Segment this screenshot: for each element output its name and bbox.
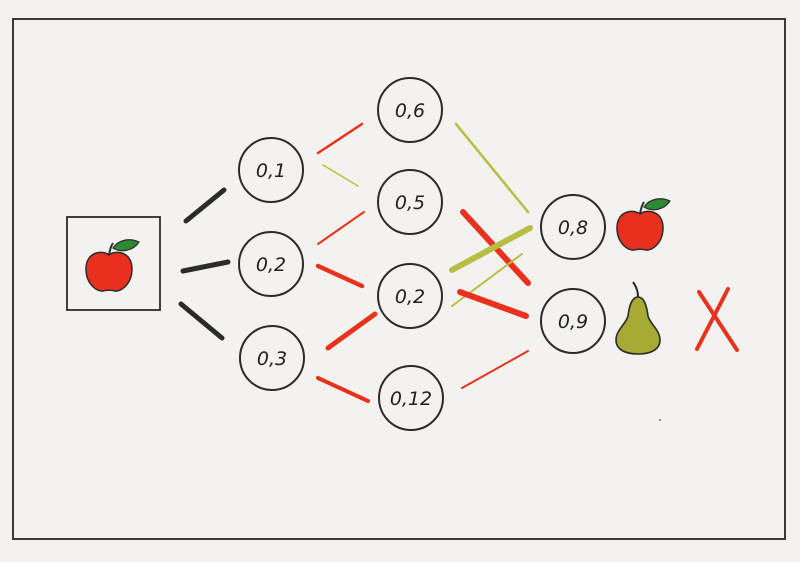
edge-h2d-o2 xyxy=(461,350,529,389)
edge-h1a-h2b xyxy=(322,164,359,187)
input-box xyxy=(66,216,161,311)
edge-input-h1b xyxy=(180,259,231,274)
diagram-frame xyxy=(12,18,786,540)
apple-icon xyxy=(85,239,140,292)
node-h2a-label: 0,6 xyxy=(395,100,425,122)
node-h1b: 0,2 xyxy=(238,231,304,297)
edge-input-h1a xyxy=(183,187,227,224)
connections xyxy=(178,122,533,403)
node-h1b-label: 0,2 xyxy=(256,254,286,276)
edge-h1b-h2c xyxy=(315,263,365,289)
node-h1a-label: 0,1 xyxy=(256,160,286,182)
node-h2b-label: 0,5 xyxy=(395,192,425,214)
node-h1c: 0,3 xyxy=(239,325,305,391)
node-o1-label: 0,8 xyxy=(558,217,588,239)
edge-h2c-o1b xyxy=(451,253,523,307)
node-h2c-label: 0,2 xyxy=(395,286,425,308)
cross-icon xyxy=(695,287,739,352)
node-h1a: 0,1 xyxy=(238,137,304,203)
node-h2d: 0,12 xyxy=(378,365,444,431)
edge-h1c-h2d xyxy=(316,376,370,403)
edge-h2c-o1 xyxy=(449,225,533,273)
node-h2d-label: 0,12 xyxy=(390,388,432,410)
node-h2b: 0,5 xyxy=(377,169,443,235)
edge-h1b-h2b xyxy=(317,211,365,245)
edge-h1c-h2c xyxy=(325,311,378,351)
speck xyxy=(659,419,661,421)
edge-input-h1c xyxy=(178,301,225,341)
edge-h2c-o2 xyxy=(457,289,529,319)
apple-icon xyxy=(616,198,671,251)
node-h1c-label: 0,3 xyxy=(257,348,287,370)
pear-icon xyxy=(615,281,661,355)
edge-h2a-o1 xyxy=(454,122,530,214)
edge-h1a-h2a xyxy=(316,122,364,155)
node-h2c: 0,2 xyxy=(377,263,443,329)
node-o2-label: 0,9 xyxy=(558,311,588,333)
node-o1: 0,8 xyxy=(540,194,606,260)
node-h2a: 0,6 xyxy=(377,77,443,143)
node-o2: 0,9 xyxy=(540,288,606,354)
